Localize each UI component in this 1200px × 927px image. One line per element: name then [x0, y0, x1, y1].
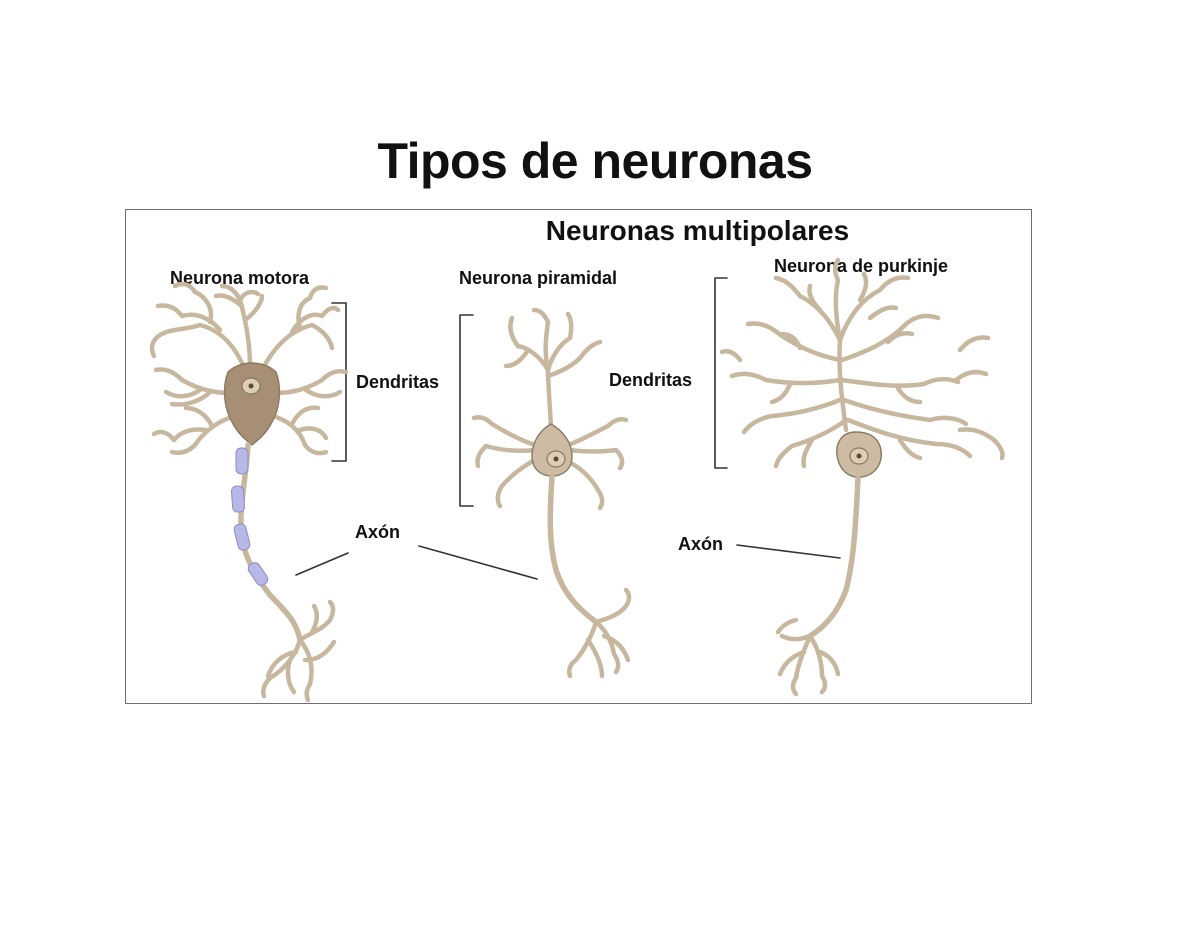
page-title: Tipos de neuronas — [377, 133, 813, 189]
pyramidal-neuron — [471, 307, 632, 679]
motor-axon — [238, 442, 303, 643]
motor-terminals — [261, 599, 337, 703]
pyramidal-apical-dendrite — [503, 307, 603, 431]
leader-axon-motor — [295, 552, 349, 576]
bracket-motor-dendrites — [331, 302, 347, 462]
leader-axon-purkinje — [736, 544, 841, 559]
bracket-purkinje-dendrites — [714, 277, 728, 469]
pyramidal-basal-dendrites — [471, 415, 629, 511]
purkinje-neuron — [719, 257, 1005, 697]
annotation-lines — [295, 277, 841, 580]
label-axon-left: Axón — [355, 522, 400, 542]
motor-myelin — [230, 447, 269, 586]
pyramidal-terminals — [567, 587, 632, 679]
diagram-frame — [125, 209, 1032, 704]
motor-soma — [223, 362, 281, 446]
diagram-heading: Neuronas multipolares — [545, 215, 850, 246]
purkinje-axon — [807, 475, 861, 639]
pyramidal-soma — [531, 423, 573, 477]
label-pyramidal-neuron: Neurona piramidal — [459, 268, 618, 288]
pyramidal-axon — [547, 473, 599, 625]
purkinje-dendritic-tree — [719, 257, 1005, 469]
motor-nucleolus — [248, 383, 254, 389]
label-dendrites-right: Dendritas — [609, 370, 693, 390]
label-dendrites-left: Dendritas — [356, 372, 440, 392]
motor-dendrites — [149, 281, 349, 456]
motor-neuron — [149, 281, 349, 703]
bracket-pyramidal-dendrites — [459, 314, 474, 507]
label-motor-neuron: Neurona motora — [170, 268, 310, 288]
leader-axon-pyramidal — [418, 545, 538, 580]
purkinje-nucleolus — [856, 453, 862, 459]
purkinje-terminals — [775, 617, 841, 697]
label-axon-right: Axón — [678, 534, 723, 554]
label-purkinje-neuron: Neurona de purkinje — [774, 256, 949, 276]
pyramidal-nucleolus — [553, 456, 559, 462]
